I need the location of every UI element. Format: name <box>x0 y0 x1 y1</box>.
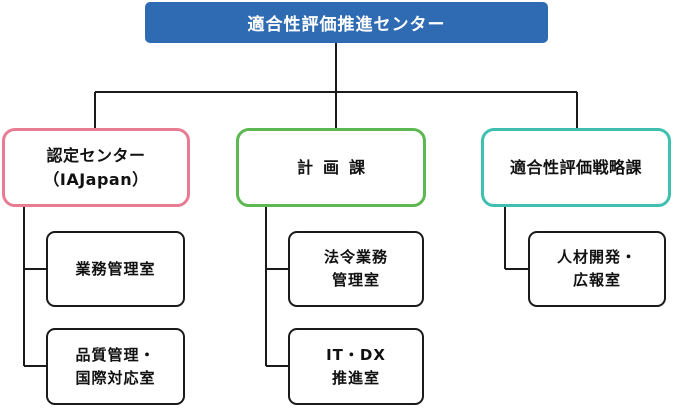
office-node: 法令業務 管理室 <box>288 231 424 307</box>
root-node: 適合性評価推進センター <box>145 2 548 43</box>
office-node: 人材開発・ 広報室 <box>528 231 666 307</box>
department-certification-center: 認定センター （IAJapan） <box>2 128 190 207</box>
office-node: IT・DX 推進室 <box>288 328 424 405</box>
department-strategy: 適合性評価戦略課 <box>481 128 671 207</box>
office-label: IT・DX 推進室 <box>326 345 386 387</box>
root-node-label: 適合性評価推進センター <box>247 15 446 35</box>
department-planning: 計画課 <box>236 128 426 207</box>
department-label: 適合性評価戦略課 <box>509 157 642 177</box>
office-node: 品質管理・ 国際対応室 <box>46 328 185 405</box>
office-node: 業務管理室 <box>46 231 185 307</box>
department-label: 認定センター （IAJapan） <box>43 145 149 189</box>
office-label: 人材開発・ 広報室 <box>556 248 637 289</box>
department-label: 計画課 <box>296 157 375 177</box>
office-label: 業務管理室 <box>75 259 156 278</box>
office-label: 法令業務 管理室 <box>323 248 388 289</box>
office-label: 品質管理・ 国際対応室 <box>75 345 156 387</box>
